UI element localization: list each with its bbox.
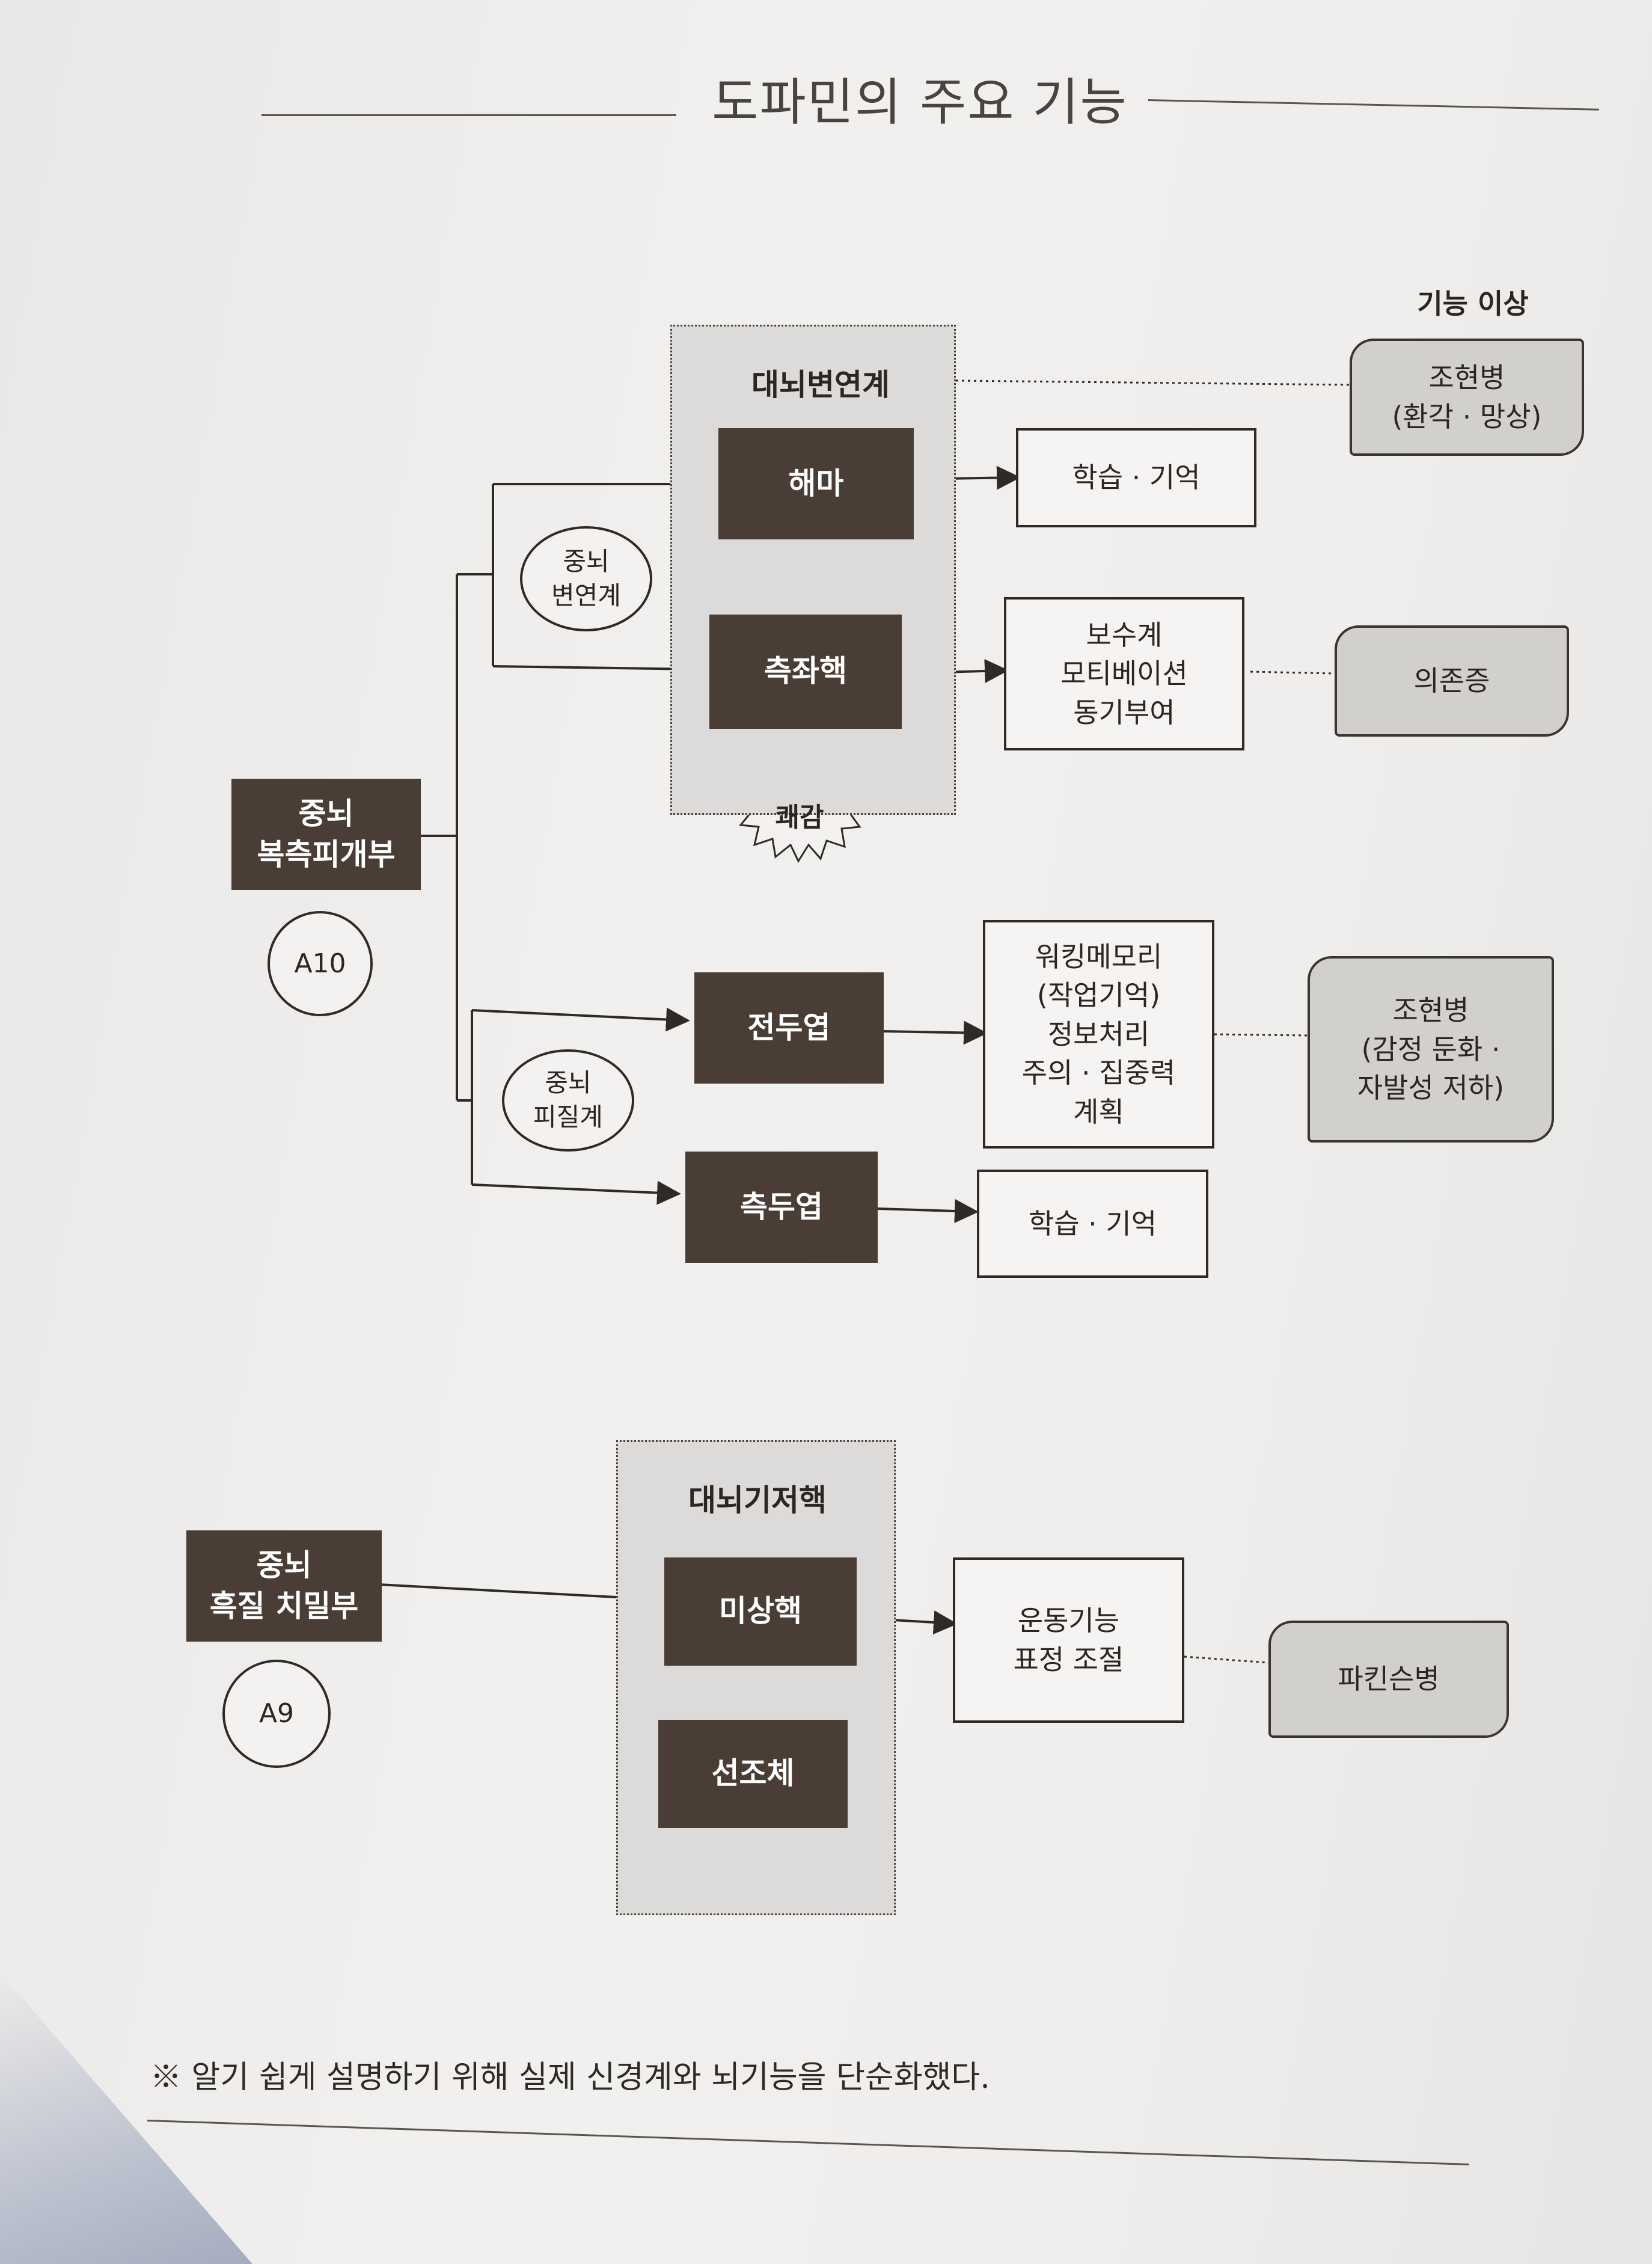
pallidus-box: 선조체 <box>658 1720 848 1828</box>
hippocampus-box: 해마 <box>718 428 914 539</box>
reward-function-box: 보수계 모티베이션 동기부여 <box>1004 597 1244 750</box>
schizophrenia-negative-box: 조현병 (감정 둔화 · 자발성 저하) <box>1308 956 1554 1143</box>
dotted-reward-addiction <box>1250 670 1335 675</box>
accumbens-box: 측좌핵 <box>709 615 902 729</box>
frontal-function-box: 워킹메모리 (작업기억) 정보처리 주의 · 집중력 계획 <box>983 920 1214 1149</box>
title-rule-left <box>262 114 676 116</box>
dysfunction-header: 기능 이상 <box>1417 287 1529 320</box>
hippocampus-function-box: 학습 · 기억 <box>1016 428 1256 527</box>
temporal-box: 측두엽 <box>685 1152 878 1263</box>
temporal-function-box: 학습 · 기억 <box>977 1170 1208 1278</box>
frontal-box: 전두엽 <box>694 972 884 1084</box>
dotted-motor-parkinson <box>1184 1655 1269 1664</box>
snc-box: 중뇌 흑질 치밀부 <box>186 1530 382 1642</box>
arrow-to-temporal <box>471 1180 681 1205</box>
arrow-frontal-function <box>883 1020 988 1045</box>
footnote: ※ 알기 쉽게 설명하기 위해 실제 신경계와 뇌기능을 단순화했다. <box>150 2060 990 2096</box>
basal-zone-label: 대뇌기저핵 <box>688 1483 827 1518</box>
arrow-to-striatum <box>378 1583 666 1611</box>
arrow-to-accumbens <box>492 657 705 681</box>
basal-zone <box>616 1440 896 1915</box>
dotted-frontal-schizo <box>1214 1033 1308 1037</box>
schizophrenia-positive-box: 조현병 (환각 · 망상) <box>1350 339 1584 456</box>
parkinson-box: 파킨슨병 <box>1268 1621 1509 1738</box>
pleasure-label: 쾌감 <box>775 802 824 833</box>
snc-code-circle: A9 <box>222 1660 331 1768</box>
mesocortical-ellipse: 중뇌 피질계 <box>502 1049 634 1152</box>
motor-function-box: 운동기능 표정 조절 <box>953 1557 1184 1723</box>
striatum-box: 미상핵 <box>664 1557 857 1666</box>
vta-code-circle: A10 <box>268 911 373 1016</box>
limbic-zone <box>670 325 956 815</box>
mesolimbic-ellipse: 중뇌 변연계 <box>520 526 652 631</box>
arrow-to-frontal <box>471 1007 690 1032</box>
dotted-limbic-schizo <box>955 379 1350 386</box>
limbic-zone-label: 대뇌변연계 <box>751 367 890 402</box>
vta-box: 중뇌 복측피개부 <box>231 779 421 890</box>
page-title: 도파민의 주요 기능 <box>712 73 1128 132</box>
arrow-temporal-function <box>877 1199 979 1223</box>
addiction-box: 의존증 <box>1335 625 1569 737</box>
